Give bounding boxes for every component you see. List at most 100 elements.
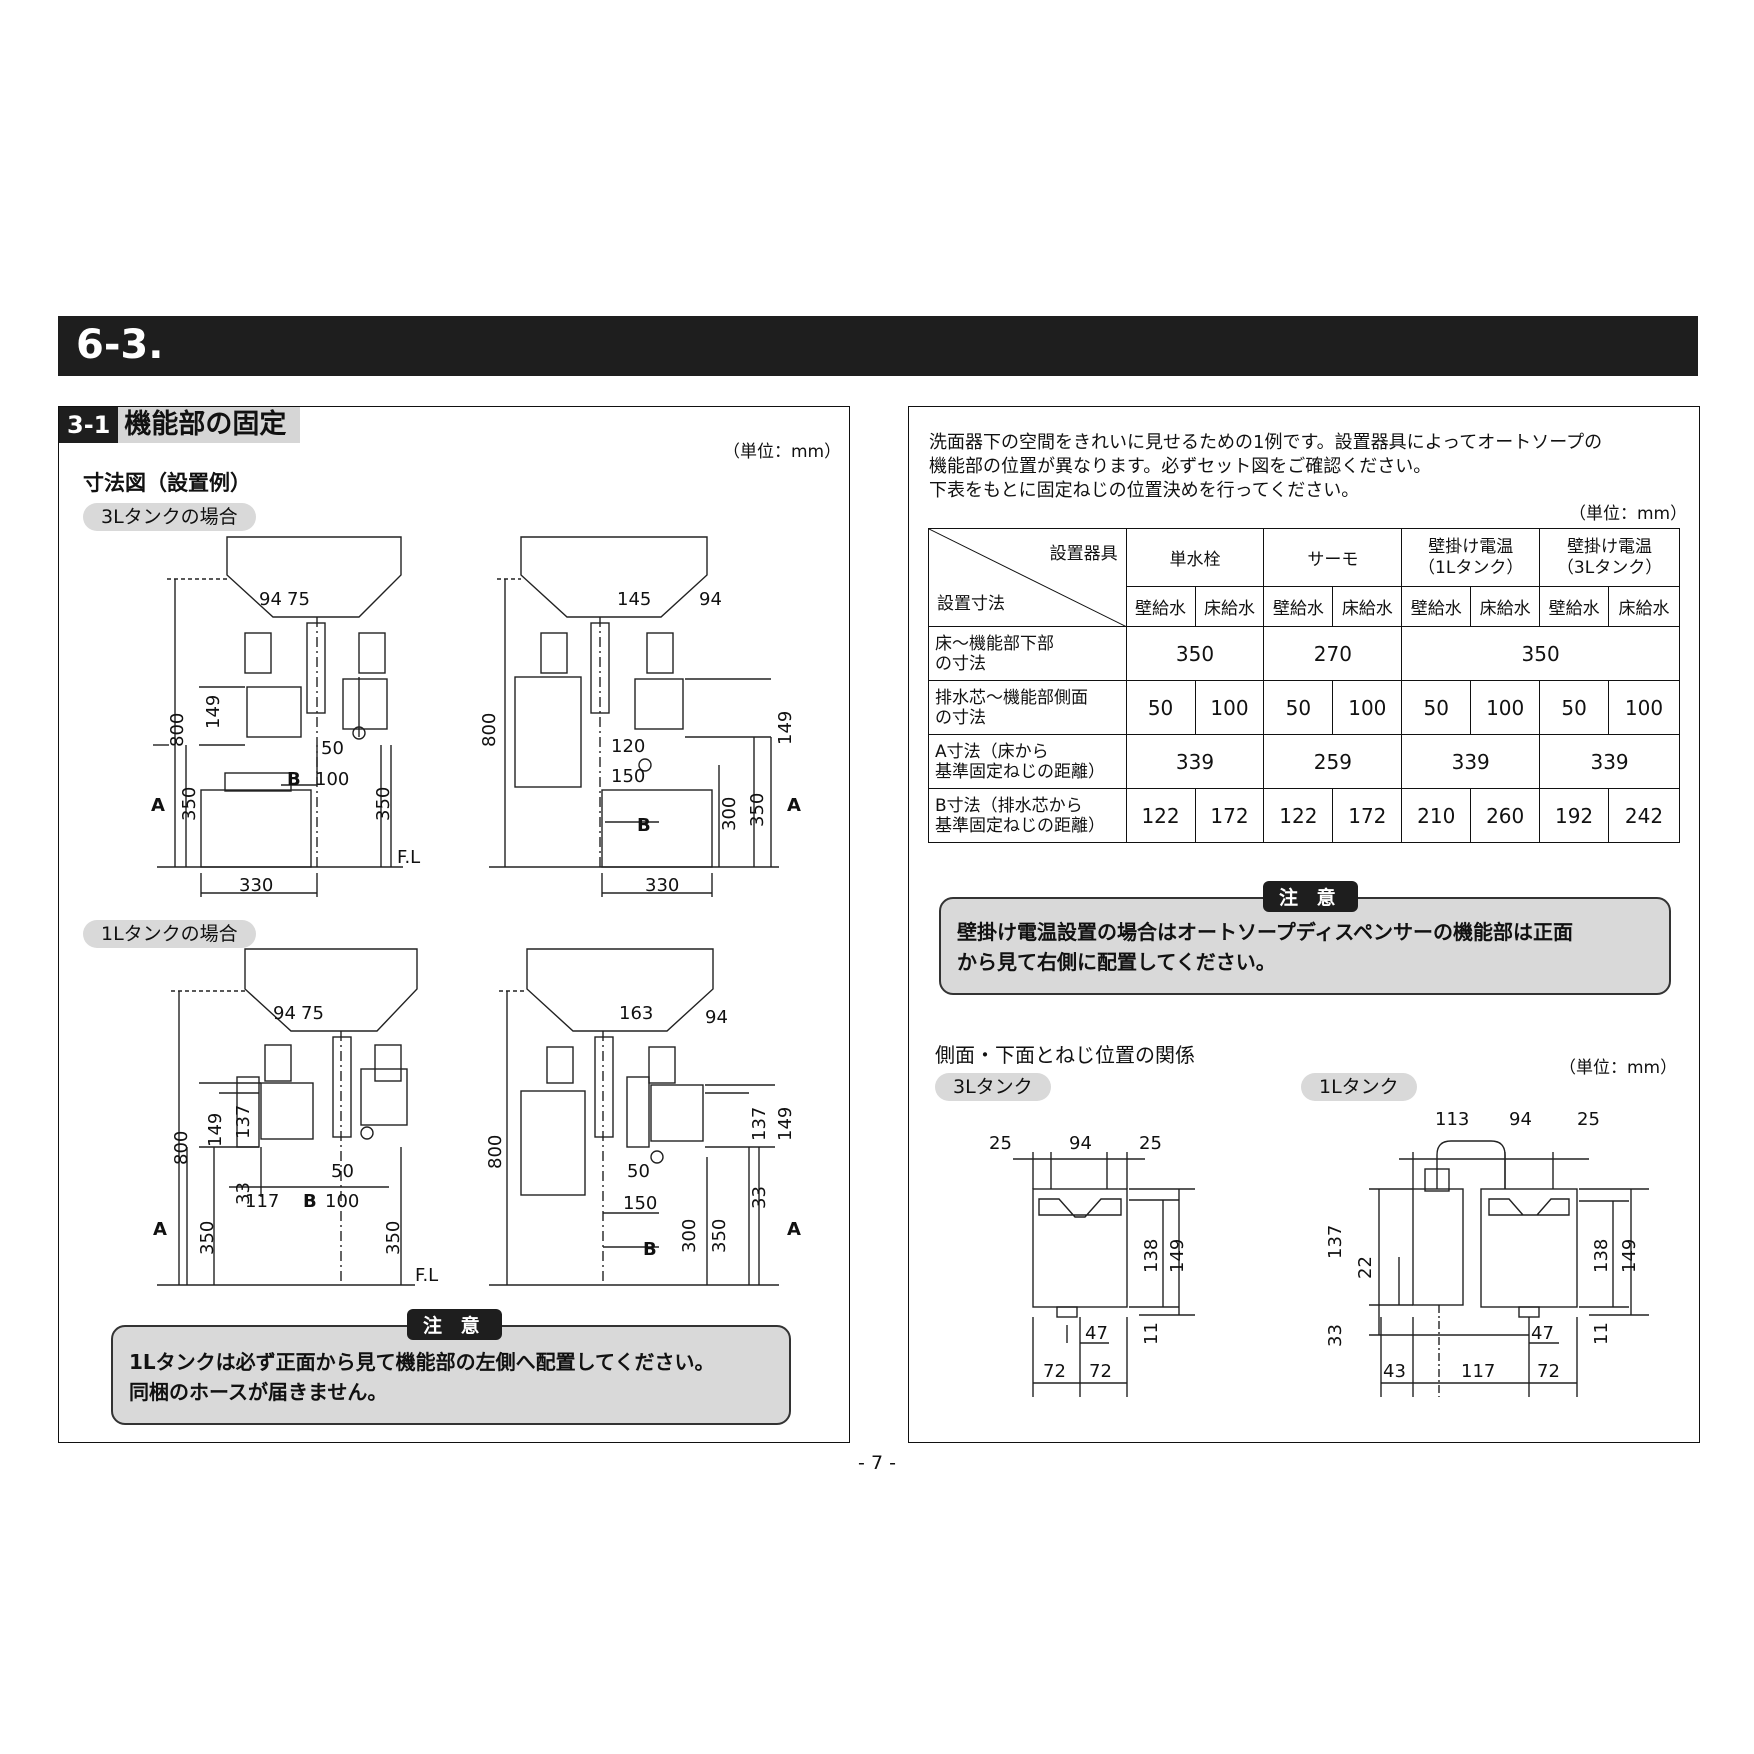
dim-label: B — [643, 1239, 657, 1260]
caution-box-right: 注 意 壁掛け電温設置の場合はオートソープディスペンサーの機能部は正面 から見て… — [939, 881, 1671, 995]
dim-label: 350 — [197, 1221, 218, 1255]
dim-label: B — [287, 769, 301, 790]
sub-header: 壁給水 — [1401, 586, 1472, 627]
dim-label: 330 — [239, 875, 273, 896]
dim-label: A — [153, 1219, 167, 1240]
dimension-diagrams-left: 94 75 800 149 50 100 B A 350 350 F.L 330… — [151, 536, 801, 1286]
pill-1l-tank: 1Lタンク — [1301, 1073, 1417, 1101]
subsection-number: 3-1 — [59, 407, 119, 443]
dim-label: A — [787, 795, 801, 816]
dim-label: 75 — [301, 1003, 324, 1024]
unit-label: （単位：mm） — [1569, 504, 1688, 524]
dim-label: 117 — [1461, 1361, 1495, 1382]
dim-label: 25 — [989, 1133, 1012, 1154]
dim-label: 800 — [485, 1135, 506, 1169]
dim-label: 138 — [1141, 1239, 1162, 1273]
sub-header: 床給水 — [1470, 586, 1541, 627]
dim-label: 150 — [623, 1193, 657, 1214]
table-cell: 192 — [1539, 788, 1610, 843]
pill-1l-tank: 1Lタンクの場合 — [83, 920, 256, 948]
dim-label: 94 — [705, 1007, 728, 1028]
dim-label: 25 — [1577, 1109, 1600, 1130]
right-panel: 洗面器下の空間をきれいに見せるための1例です。設置器具によってオートソープの 機… — [908, 406, 1700, 1443]
dim-label: 350 — [383, 1221, 404, 1255]
dim-label: 149 — [1619, 1239, 1640, 1273]
dim-label: 50 — [321, 738, 344, 759]
dim-label: 47 — [1085, 1323, 1108, 1344]
function-unit-box — [246, 686, 302, 738]
dim-label: 300 — [679, 1219, 700, 1253]
dim-label: 350 — [179, 787, 200, 821]
row-label: A寸法（床から 基準固定ねじの距離） — [928, 734, 1127, 789]
sub-header: 床給水 — [1194, 586, 1265, 627]
dim-label: B — [303, 1191, 317, 1212]
table-cell: 259 — [1263, 734, 1403, 789]
dim-label: 25 — [1139, 1133, 1162, 1154]
dim-label: 113 — [1435, 1109, 1469, 1130]
row-label: B寸法（排水芯から 基準固定ねじの距離） — [928, 788, 1127, 843]
dim-label: 22 — [1355, 1256, 1376, 1279]
table-cell: 339 — [1125, 734, 1265, 789]
left-panel: 3-1 機能部の固定 （単位：mm） 寸法図（設置例） 3Lタンクの場合 1Lタ… — [58, 406, 850, 1443]
caution-box-left: 注 意 1Lタンクは必ず正面から見て機能部の左側へ配置してください。 同梱のホー… — [111, 1309, 791, 1425]
dim-label: 137 — [1325, 1225, 1346, 1259]
sub-header: 床給水 — [1332, 586, 1403, 627]
corner-bottom-label: 設置寸法 — [937, 594, 1005, 614]
dim-label: 800 — [479, 713, 500, 747]
dim-label: 350 — [373, 787, 394, 821]
pill-3l-tank: 3Lタンクの場合 — [83, 503, 256, 531]
section-title: 6-3. — [76, 322, 164, 368]
table-cell: 50 — [1401, 680, 1472, 735]
dim-label: 330 — [645, 875, 679, 896]
dim-label: 33 — [233, 1182, 254, 1205]
section-header-bar: 6-3. — [58, 316, 1698, 376]
dim-label: 72 — [1537, 1361, 1560, 1382]
table-cell: 242 — [1608, 788, 1680, 843]
dim-label: 43 — [1383, 1361, 1406, 1382]
table-cell: 210 — [1401, 788, 1472, 843]
dim-label: 100 — [325, 1191, 359, 1212]
group-header: 壁掛け電温 （1Lタンク） — [1401, 528, 1541, 587]
table-cell: 350 — [1125, 626, 1265, 681]
floor-level-label: F.L — [397, 847, 420, 868]
table-cell: 339 — [1401, 734, 1541, 789]
dim-label: B — [637, 815, 651, 836]
dim-label: 50 — [331, 1161, 354, 1182]
dim-label: 11 — [1141, 1322, 1162, 1345]
dim-label: 94 — [259, 589, 282, 610]
dim-label: 75 — [287, 589, 310, 610]
dim-label: 100 — [315, 769, 349, 790]
pill-3l-tank: 3Lタンク — [935, 1073, 1051, 1101]
dim-label: 137 — [749, 1107, 770, 1141]
dim-label: 138 — [1591, 1239, 1612, 1273]
dim-label: 117 — [245, 1191, 279, 1212]
dim-label: 11 — [1591, 1322, 1612, 1345]
table-cell: 339 — [1539, 734, 1680, 789]
dim-label: 33 — [1325, 1324, 1346, 1347]
dim-label: 300 — [719, 797, 740, 831]
dim-label: 350 — [747, 793, 768, 827]
table-cell: 100 — [1608, 680, 1680, 735]
dim-label: 145 — [617, 589, 651, 610]
tank-1l-side — [1412, 1188, 1464, 1306]
table-cell: 122 — [1125, 788, 1196, 843]
group-header: サーモ — [1263, 528, 1403, 587]
caution-tag: 注 意 — [407, 1309, 502, 1340]
caution-tag: 注 意 — [1263, 881, 1358, 912]
dim-label: 149 — [775, 711, 796, 745]
basin-shape — [226, 536, 402, 618]
dim-label: 350 — [709, 1219, 730, 1253]
tank-3l — [200, 789, 312, 868]
table-corner-cell: 設置器具 設置寸法 — [928, 528, 1127, 627]
unit-label: （単位：mm） — [1559, 1058, 1678, 1078]
table-cell: 260 — [1470, 788, 1541, 843]
sub-header: 壁給水 — [1263, 586, 1334, 627]
install-dimension-table: 設置器具 設置寸法 単水栓 サーモ 壁掛け電温 （1Lタンク） 壁掛け電温 （3… — [928, 528, 1680, 843]
table-cell: 172 — [1194, 788, 1265, 843]
row-label: 床～機能部下部 の寸法 — [928, 626, 1127, 681]
side-view-diagrams: 25 94 25 138 149 11 47 72 72 113 94 25 1… — [989, 1109, 1649, 1397]
dim-label: 94 — [699, 589, 722, 610]
caution-text-line2: から見て右側に配置してください。 — [957, 950, 1276, 974]
group-header: 単水栓 — [1125, 528, 1265, 587]
dim-label: 137 — [233, 1105, 254, 1139]
